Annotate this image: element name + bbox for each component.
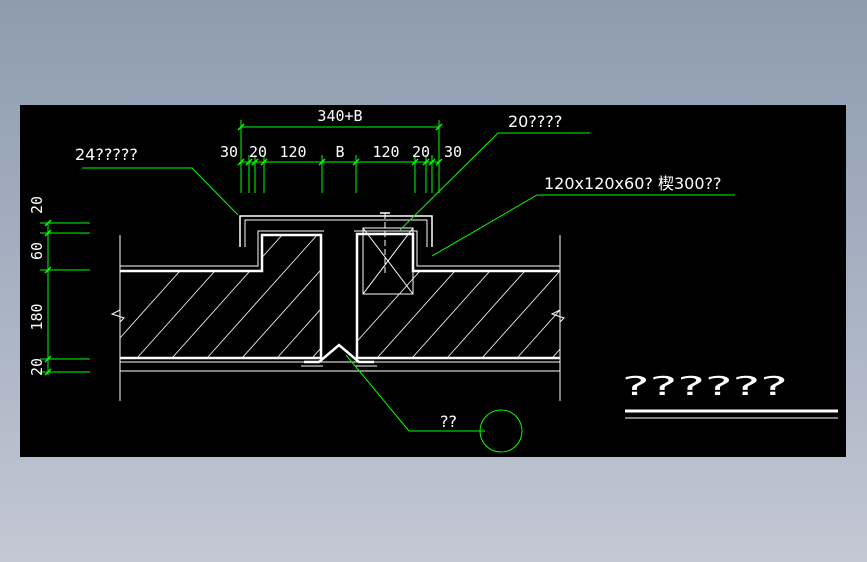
left-dim-2: 60 (28, 242, 46, 260)
dim-segment-5: 120 (372, 143, 399, 161)
left-slab-outline (120, 233, 323, 360)
dim-segment-7: 30 (444, 143, 462, 161)
left-dim-1: 20 (28, 196, 46, 214)
drawing-title: ?????? (622, 372, 788, 402)
detail-bubble (479, 409, 523, 453)
left-dim-4: 20 (28, 358, 46, 376)
label-left-callout: 24????? (75, 145, 138, 164)
waterstop-v (304, 343, 374, 364)
leader-bottom (345, 354, 485, 432)
label-bottom-callout: ?? (440, 412, 457, 431)
cover-plate (239, 215, 433, 247)
left-dimension-chain (40, 219, 90, 376)
anchor-block (362, 227, 414, 295)
overall-dimension-text: 340+B (317, 107, 362, 125)
right-slab-outline (355, 232, 560, 360)
dim-segment-1: 30 (220, 143, 238, 161)
leader-lines (82, 132, 735, 453)
label-right-callout: 120x120x60? 楔300?? (544, 174, 721, 193)
dim-segment-3: 120 (279, 143, 306, 161)
left-dim-3: 180 (28, 303, 46, 330)
cad-drawing-viewport[interactable]: 340+B 30 20 120 B 120 20 30 20 60 180 20 (20, 105, 846, 457)
leader-left (82, 167, 239, 216)
dim-segment-4: B (335, 143, 344, 161)
dim-segment-6: 20 (412, 143, 430, 161)
top-dimension-chain (237, 120, 443, 193)
leader-top (399, 132, 590, 231)
leader-right (431, 194, 735, 257)
expansion-joint-detail: 340+B 30 20 120 B 120 20 30 20 60 180 20 (28, 107, 838, 453)
label-top-callout: 20???? (508, 112, 562, 131)
dim-segment-2: 20 (249, 143, 267, 161)
slab-outlines (110, 212, 565, 401)
